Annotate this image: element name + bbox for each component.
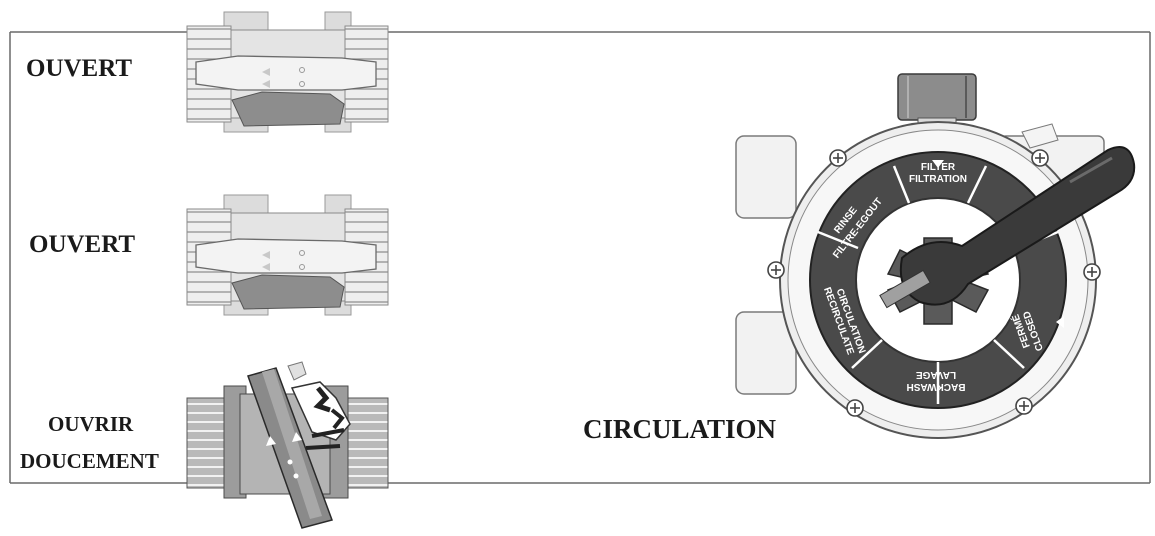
- dial-pos-filter-1: FILTER: [921, 162, 956, 173]
- valve-middle-open: [186, 194, 389, 316]
- valve-top-open: [186, 11, 389, 133]
- dial-pos-filter-2: FILTRATION: [909, 174, 967, 185]
- pipe-stub-lower: [735, 311, 797, 395]
- label-valve-middle-open: OUVERT: [29, 231, 136, 258]
- multiport-valve: FILTER FILTRATION RINSE FILTRE-EGOUT REC…: [735, 73, 1136, 439]
- pressure-knob: [897, 73, 977, 121]
- label-valve-bottom-line2: DOUCEMENT: [20, 449, 159, 473]
- multiport-handle: [879, 146, 1136, 309]
- sight-glass: [1021, 123, 1059, 149]
- valve-bottom-opening: [186, 361, 389, 529]
- label-valve-bottom-line1: OUVRIR: [48, 412, 134, 436]
- label-multiport-caption: CIRCULATION: [583, 414, 777, 444]
- label-valve-top-open: OUVERT: [26, 55, 133, 82]
- pipe-stub-upper: [735, 135, 797, 219]
- dial-pos-backwash-1: BACKWASH: [907, 381, 966, 392]
- flange-screws: [767, 149, 1101, 417]
- pipe-lines: [9, 31, 1151, 484]
- dial-pos-backwash-2: LAVAGE: [916, 369, 957, 380]
- dial-pointers: [932, 160, 1064, 358]
- dial-dividers: [817, 165, 1059, 404]
